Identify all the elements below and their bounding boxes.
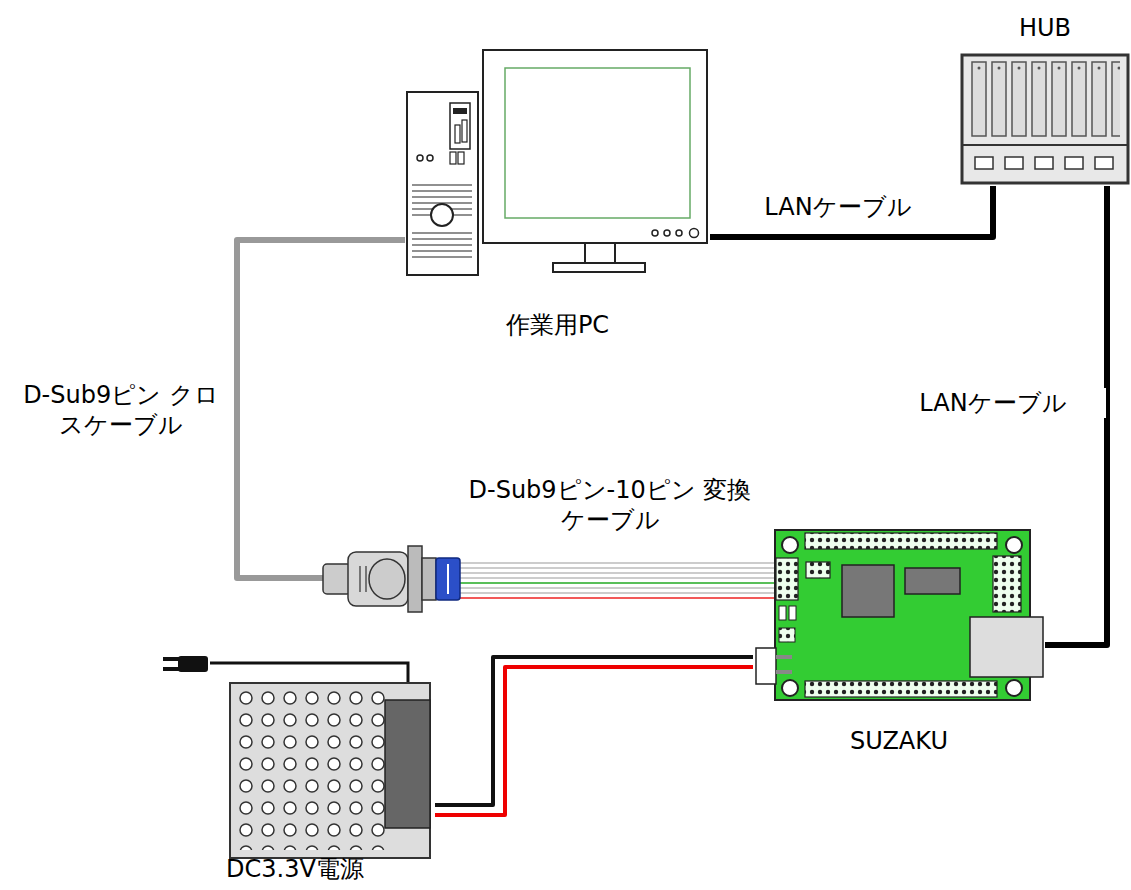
power-supply bbox=[163, 656, 430, 858]
cable-label: D-Sub9ピン クロスケーブル bbox=[18, 380, 224, 440]
cable-label: D-Sub9ピン-10ピン 変換ケーブル bbox=[460, 475, 760, 535]
cable-label: LANケーブル bbox=[880, 388, 1106, 418]
node-label: 作業用PC bbox=[506, 311, 609, 340]
board-box: SUZAKU bbox=[753, 528, 1045, 760]
serial-cable bbox=[237, 240, 753, 578]
cable-label: LANケーブル bbox=[720, 192, 956, 222]
node-label: DC3.3V電源 bbox=[226, 855, 364, 884]
pc-box: 作業用PC bbox=[405, 48, 710, 344]
power-box: DC3.3V電源 bbox=[155, 652, 435, 888]
power-wire bbox=[435, 657, 753, 815]
suzaku-board bbox=[756, 530, 1043, 700]
node-label: SUZAKU bbox=[850, 727, 948, 756]
hub-illustration bbox=[962, 55, 1128, 183]
pc-illustration bbox=[407, 50, 707, 275]
lan-cable bbox=[710, 186, 993, 237]
hub-box: HUB bbox=[960, 12, 1130, 186]
dsub-connector bbox=[323, 546, 775, 612]
node-label: HUB bbox=[1019, 14, 1071, 43]
